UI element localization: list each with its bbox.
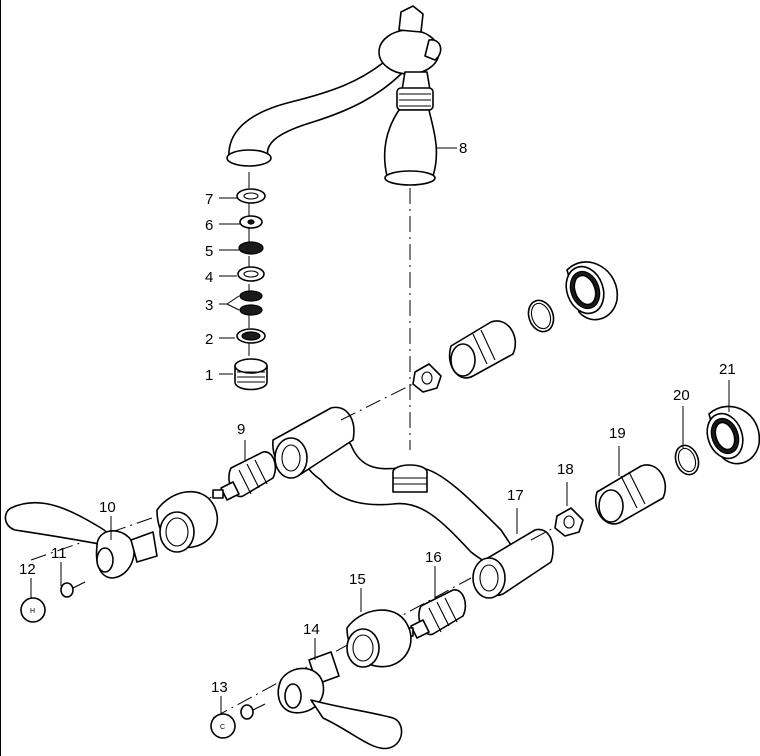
label-5: 5	[205, 243, 213, 260]
axis-hot-handle	[30, 493, 222, 561]
cap-cold-letter: C	[220, 724, 225, 731]
label-8: 8	[459, 140, 467, 157]
label-11: 11	[51, 545, 67, 562]
label-10: 10	[99, 499, 116, 516]
label-9: 9	[237, 421, 245, 438]
label-15: 15	[349, 571, 366, 588]
label-1: 1	[205, 367, 213, 384]
lower-supply	[554, 405, 760, 537]
label-17: 17	[507, 487, 524, 504]
label-4: 4	[205, 269, 213, 286]
label-19: 19	[609, 425, 626, 442]
cap-hot-letter: H	[30, 608, 35, 615]
label-3: 3	[205, 297, 213, 314]
label-20: 20	[673, 387, 690, 404]
aerator-stack	[234, 188, 268, 391]
label-14: 14	[303, 621, 320, 638]
label-12: 12	[19, 561, 36, 578]
hot-side-parts: H	[4, 451, 277, 623]
label-2: 2	[205, 331, 213, 348]
label-7: 7	[205, 191, 213, 208]
label-16: 16	[425, 549, 442, 566]
valve-body	[272, 406, 554, 599]
label-13: 13	[211, 679, 228, 696]
axis-left-supply	[340, 379, 422, 421]
label-18: 18	[557, 461, 574, 478]
leader-3	[219, 295, 240, 311]
spout-assembly	[226, 5, 442, 186]
label-6: 6	[205, 217, 213, 234]
upper-supply	[412, 261, 618, 393]
axis-cold-handle	[212, 577, 472, 719]
cold-side-parts: C	[210, 589, 467, 750]
label-21: 21	[719, 361, 736, 378]
